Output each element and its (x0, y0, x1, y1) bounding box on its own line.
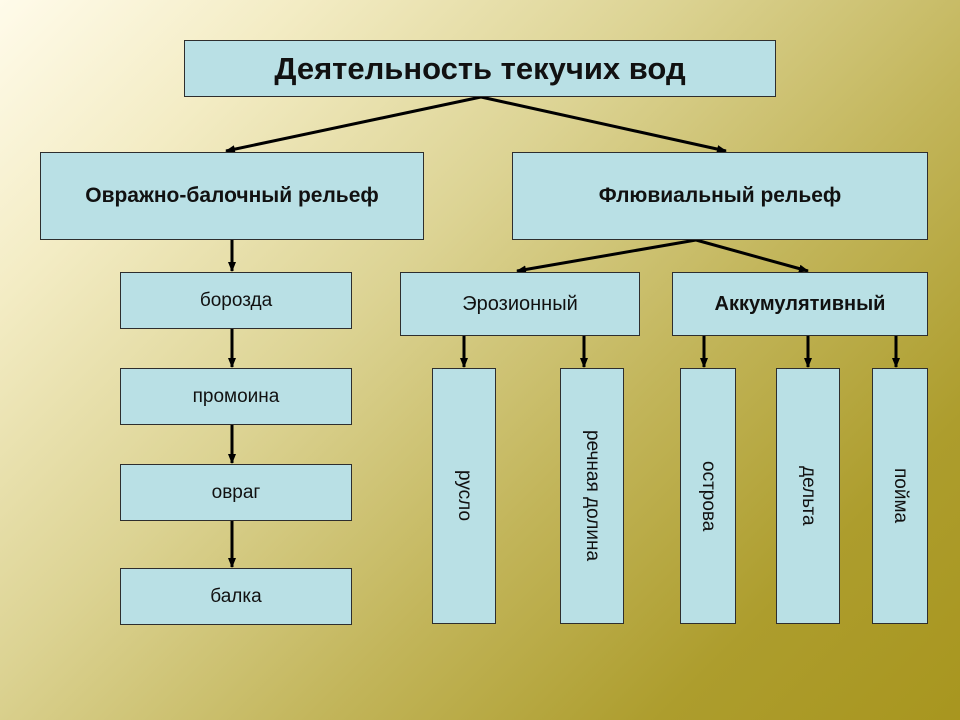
leaf-riverbed: русло (432, 368, 496, 624)
leaf-floodplain: пойма (872, 368, 928, 624)
chain-item-gully: балка (120, 568, 352, 625)
leaf-river-valley: речная долина (560, 368, 624, 624)
erosion-box: Эрозионный (400, 272, 640, 336)
leaf-river-valley-label: речная долина (582, 430, 603, 562)
ravine-relief-box: Овражно-балочный рельеф (40, 152, 424, 240)
arrow-title-to-fluvial (480, 95, 727, 153)
arrow-fluvial-to-accumulative (695, 238, 809, 273)
leaf-riverbed-label: русло (454, 470, 475, 522)
leaf-delta-label: дельта (798, 466, 819, 526)
leaf-floodplain-label: пойма (890, 468, 911, 524)
arrow-title-to-ravine (225, 95, 482, 154)
fluvial-relief-box: Флювиальный рельеф (512, 152, 928, 240)
accumulative-box: Аккумулятивный (672, 272, 928, 336)
arrow-fluvial-to-erosion (516, 238, 697, 274)
chain-item-washout: промоина (120, 368, 352, 425)
diagram-title: Деятельность текучих вод (184, 40, 776, 97)
leaf-islands-label: острова (698, 460, 719, 532)
leaf-delta: дельта (776, 368, 840, 624)
chain-item-furrow: борозда (120, 272, 352, 329)
leaf-islands: острова (680, 368, 736, 624)
chain-item-ravine: овраг (120, 464, 352, 521)
